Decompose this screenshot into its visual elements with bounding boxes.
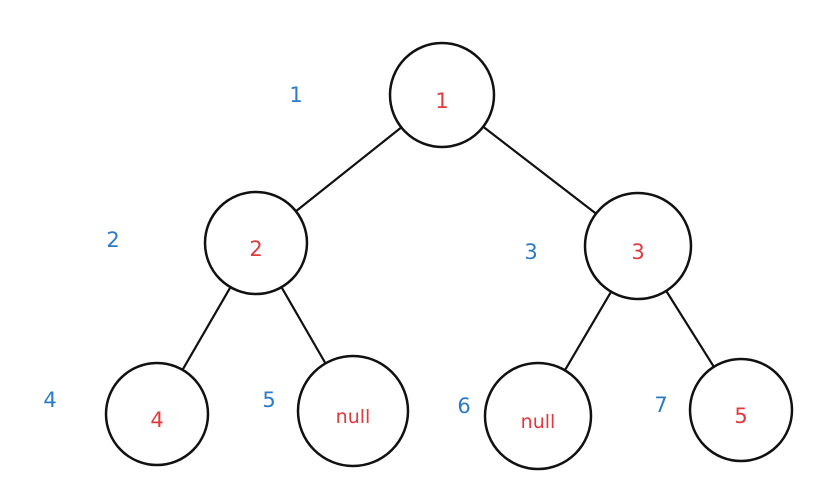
- tree-nodes: 1 2 3 4 null null 5: [104, 41, 794, 471]
- node-circle: [483, 361, 593, 471]
- edge-n2-n4: [181, 286, 232, 371]
- edge-n3-n6: [563, 290, 613, 372]
- edge-n1-n2: [294, 126, 403, 213]
- tree-node-4: 4: [104, 361, 210, 467]
- node-value: 3: [631, 240, 644, 264]
- node-index-label: 5: [262, 388, 275, 412]
- tree-node-3: 3: [583, 191, 693, 301]
- node-circle: [203, 190, 309, 296]
- node-index-label: 7: [654, 393, 667, 417]
- node-value: 4: [150, 408, 163, 432]
- node-value: 2: [249, 237, 262, 261]
- tree-node-7: 5: [688, 357, 794, 463]
- tree-node-1: 1: [388, 41, 496, 149]
- tree-node-6: null: [483, 361, 593, 471]
- tree-node-5: null: [296, 354, 410, 468]
- node-circle: [583, 191, 693, 301]
- node-value: null: [521, 411, 556, 433]
- tree-node-2: 2: [203, 190, 309, 296]
- node-index-label: 1: [289, 83, 302, 107]
- node-index-label: 2: [106, 228, 119, 252]
- node-circle: [296, 354, 410, 468]
- node-value: null: [336, 406, 371, 428]
- node-index-label: 6: [457, 394, 470, 418]
- edge-n2-n5: [280, 286, 327, 365]
- tree-edges: [181, 125, 715, 372]
- edge-n1-n3: [482, 125, 598, 215]
- tree-index-labels: 1 2 3 4 5 6 7: [43, 83, 667, 418]
- node-value: 5: [734, 404, 747, 428]
- node-value: 1: [435, 89, 448, 113]
- edge-n3-n7: [665, 289, 715, 368]
- node-index-label: 3: [524, 240, 537, 264]
- node-circle: [688, 357, 794, 463]
- node-circle: [388, 41, 496, 149]
- node-index-label: 4: [43, 388, 56, 412]
- node-circle: [104, 361, 210, 467]
